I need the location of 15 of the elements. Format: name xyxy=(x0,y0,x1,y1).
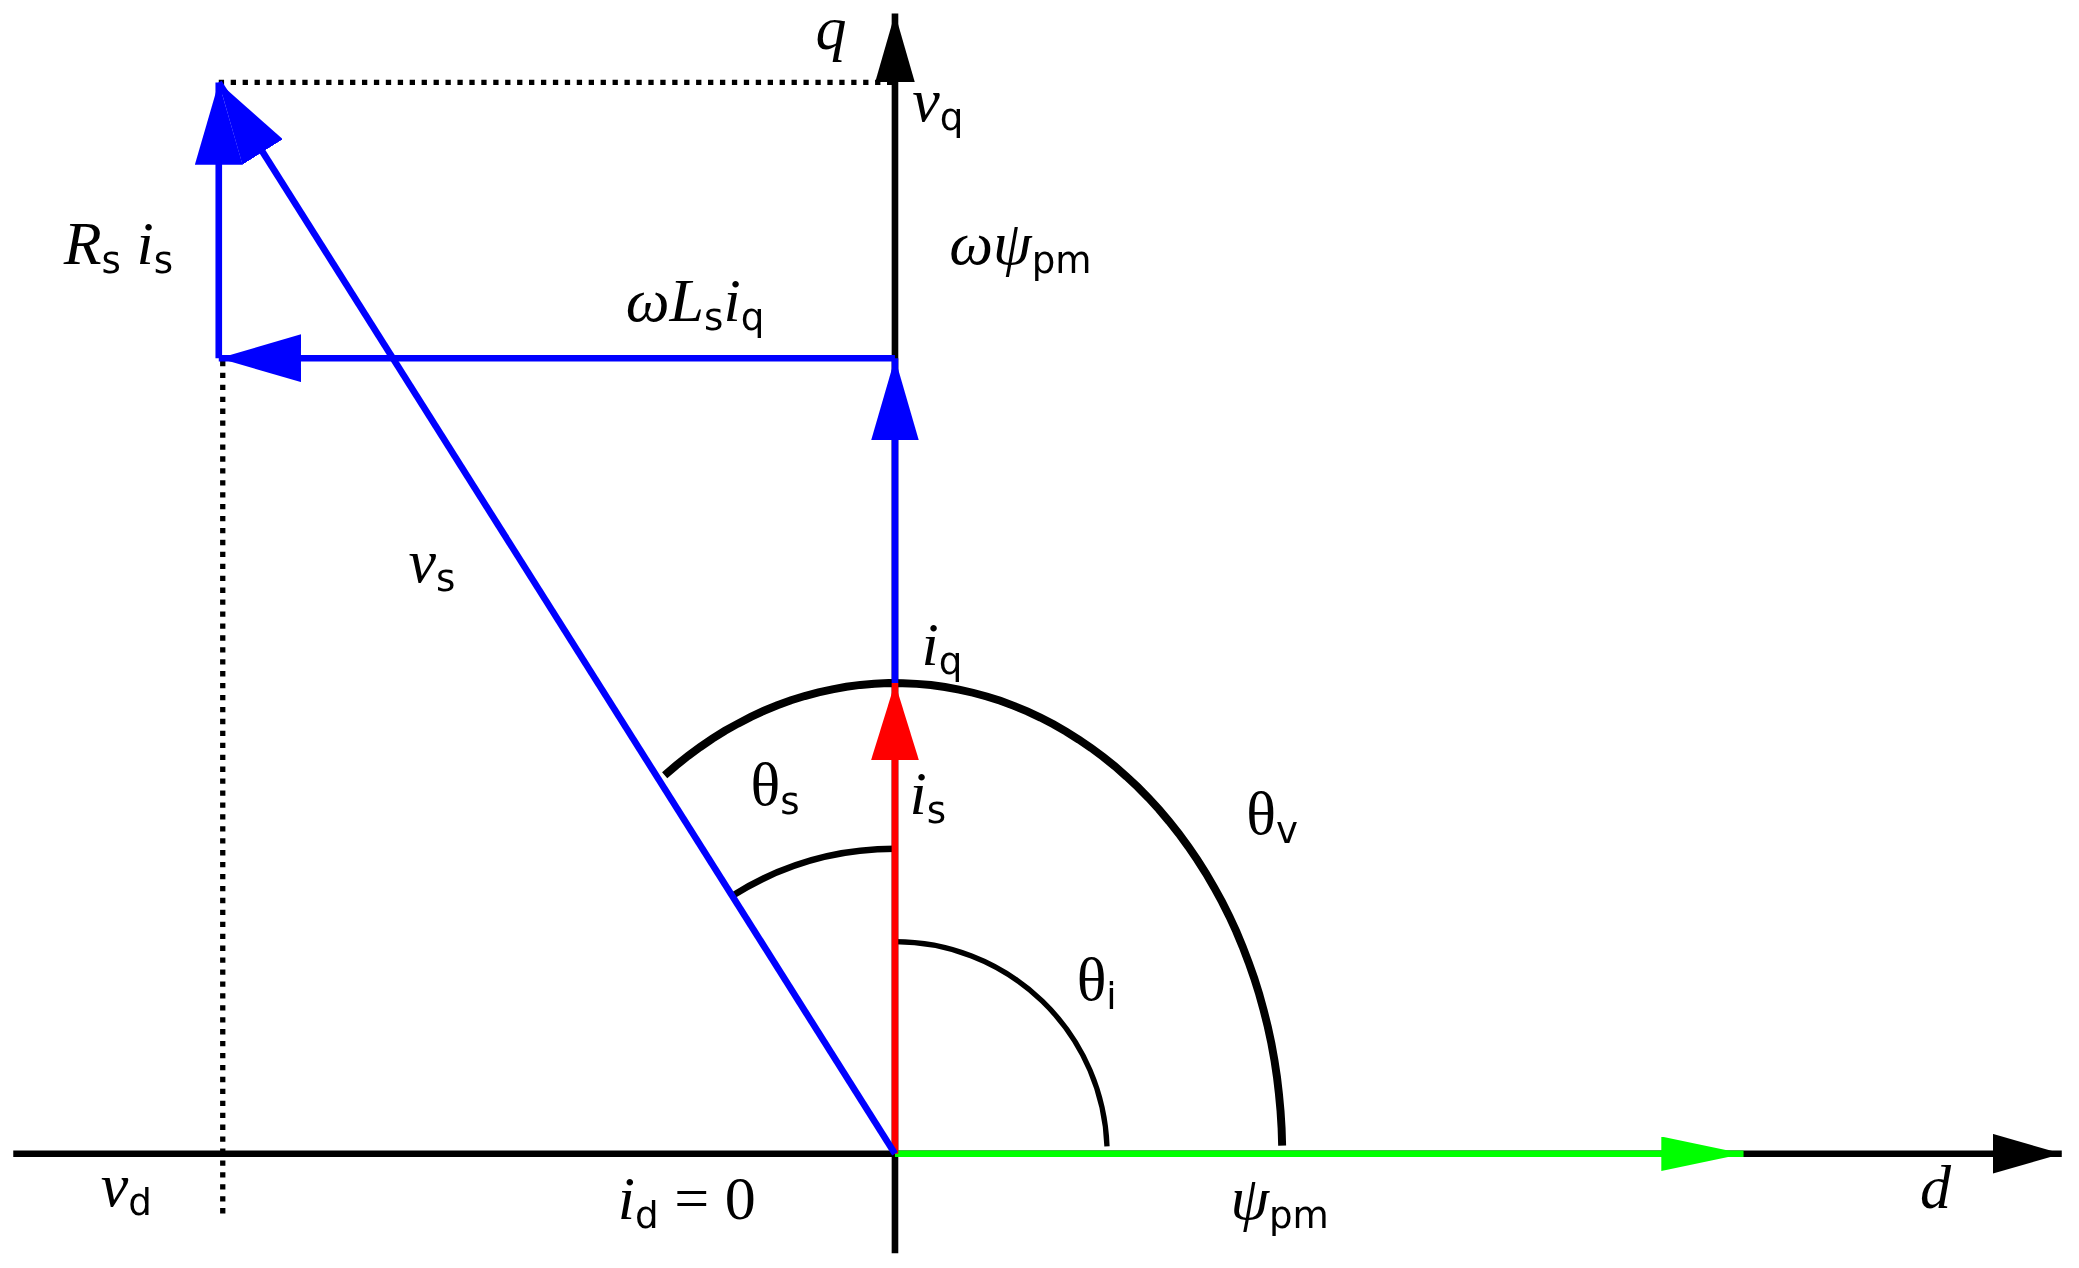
axis-label: q xyxy=(815,0,847,60)
vector-label: R$_{s}$ i$_{s}$ xyxy=(63,212,173,280)
vector-label: i$_{d}$ = 0 xyxy=(617,1166,756,1235)
angle-label: θ$_{s}$ xyxy=(750,753,800,821)
vector-label: v$_{d}$ xyxy=(100,1153,152,1221)
vector-label: i$_{q}$ xyxy=(921,612,963,681)
angle-label: θ$_{i}$ xyxy=(1076,948,1117,1016)
vector-label: i$_{s}$ xyxy=(909,762,947,830)
angle-label: θ$_{v}$ xyxy=(1246,782,1299,850)
vector-label: ψ$_{pm}$ xyxy=(1230,1166,1329,1235)
axis-label: d xyxy=(1919,1156,1951,1219)
vector-label: v$_{s}$ xyxy=(408,530,456,598)
vector-label: ωψ$_{pm}$ xyxy=(949,212,1092,280)
vector-label: v$_{q}$ xyxy=(912,68,964,137)
vector-label: ωL$_{s}$i$_{q}$ xyxy=(625,269,765,337)
